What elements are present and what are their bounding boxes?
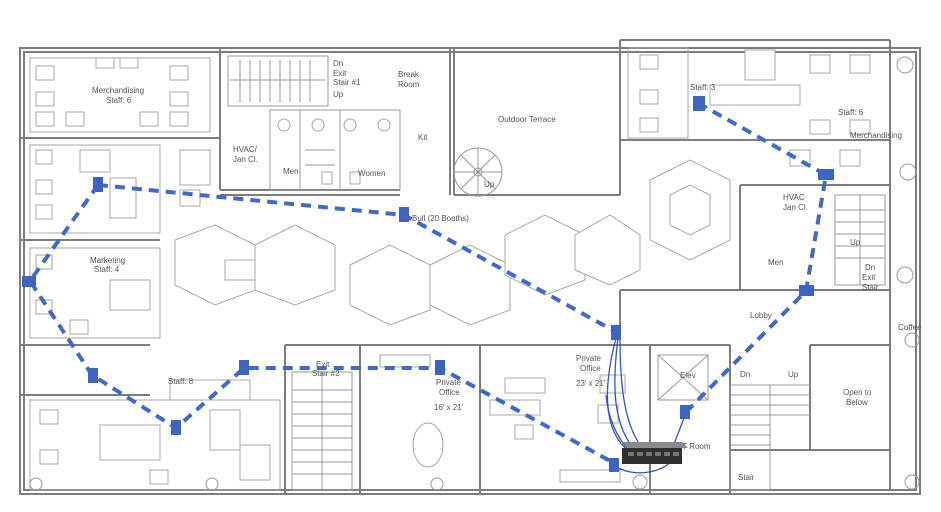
access-point	[693, 96, 705, 111]
label-stair: Stair	[738, 473, 755, 482]
cubicles-top-right	[627, 47, 871, 167]
label-stair1-exit: Exit	[333, 69, 347, 78]
label-marketing: Marketing	[90, 256, 125, 265]
label-below: Below	[846, 398, 868, 407]
workstation-pod-left	[174, 224, 336, 306]
label-elev: Elev	[680, 371, 696, 380]
cubicles-left-mid	[29, 144, 211, 234]
cubicles-marketing	[29, 247, 161, 339]
label-private-right: Private	[576, 354, 601, 363]
label-office-mid: Office	[439, 388, 460, 397]
label-stair1-dn: Dn	[333, 59, 343, 68]
label-open-to: Open to	[843, 388, 872, 397]
office-furniture	[379, 354, 626, 483]
access-point	[609, 458, 619, 472]
label-it-room: IT Room	[680, 442, 711, 451]
label-merch-right: Merchandising	[850, 131, 902, 140]
label-jan-cl-right: Jan Cl.	[783, 203, 808, 212]
label-exit-right-exit: Exit	[862, 273, 876, 282]
label-staff-small: Staff: 3	[690, 83, 716, 92]
label-staff8: Staff: 8	[168, 377, 194, 386]
label-spiral-up: Up	[484, 180, 495, 189]
network-switch	[622, 442, 688, 464]
label-men: Men	[283, 167, 299, 176]
exit-stair-right	[834, 194, 886, 286]
room-labels: Merchandising Staff: 6 Dn Exit Stair #1 …	[90, 59, 922, 482]
cable-run-right	[684, 101, 829, 414]
label-up: Up	[788, 370, 799, 379]
label-lobby: Lobby	[750, 311, 772, 320]
access-point	[88, 368, 98, 383]
access-point	[399, 207, 409, 222]
access-points	[22, 96, 834, 472]
label-men-right: Men	[768, 258, 784, 267]
label-exit-right-up: Up	[850, 238, 861, 247]
access-point	[171, 420, 181, 435]
label-hvac: HVAC/	[233, 145, 258, 154]
access-point	[93, 177, 103, 192]
label-marketing-staff: Staff: 4	[94, 265, 120, 274]
workstation-pod-center	[349, 244, 511, 326]
label-bullpen: Bull (20 Booths)	[412, 214, 469, 223]
access-point	[435, 360, 445, 375]
round-workstation-cluster	[649, 159, 731, 261]
label-break: Break	[398, 70, 420, 79]
label-stair1-name: Stair #1	[333, 78, 361, 87]
label-women: Women	[358, 169, 385, 178]
label-stair1-up: Up	[333, 90, 344, 99]
label-exit-right-stair: Stair	[862, 283, 879, 292]
restrooms	[269, 109, 401, 191]
access-point	[611, 325, 621, 340]
access-point	[680, 405, 690, 419]
label-coffee: Coffee	[898, 323, 922, 332]
label-kit: Kit	[418, 133, 428, 142]
label-office-right-size: 23' x 21'	[576, 379, 606, 388]
cubicles-top-left	[29, 57, 211, 133]
building-walls	[19, 39, 921, 495]
elevator	[657, 354, 709, 401]
cubicles-staff8	[29, 379, 281, 491]
access-point	[22, 276, 36, 287]
exit-stair-2	[291, 371, 353, 491]
label-merch-right-staff: Staff: 6	[838, 108, 864, 117]
spiral-stair	[453, 147, 503, 197]
access-point	[799, 285, 814, 296]
label-hvac-right: HVAC	[783, 193, 805, 202]
label-jan-cl: Jan Cl.	[233, 155, 258, 164]
label-room: Room	[398, 80, 420, 89]
label-office-mid-size: 16' x 21'	[434, 403, 464, 412]
label-dn: Dn	[740, 370, 750, 379]
exit-stair-1	[227, 55, 329, 107]
plant-icons	[29, 56, 920, 491]
label-exit-right-dn: Dn	[865, 263, 875, 272]
access-point	[239, 360, 249, 375]
stair-to-below	[729, 384, 810, 491]
label-office-right: Office	[580, 364, 601, 373]
label-merchandising-left: Merchandising	[92, 86, 144, 95]
label-stair2-exit: Exit	[316, 360, 330, 369]
label-private-mid: Private	[436, 378, 461, 387]
label-outdoor-terrace: Outdoor Terrace	[498, 115, 556, 124]
workstation-pod-right	[504, 214, 641, 296]
access-point	[818, 169, 834, 180]
label-merchandising-left-staff: Staff: 6	[106, 96, 132, 105]
label-stair2-name: Stair #2	[312, 369, 340, 378]
